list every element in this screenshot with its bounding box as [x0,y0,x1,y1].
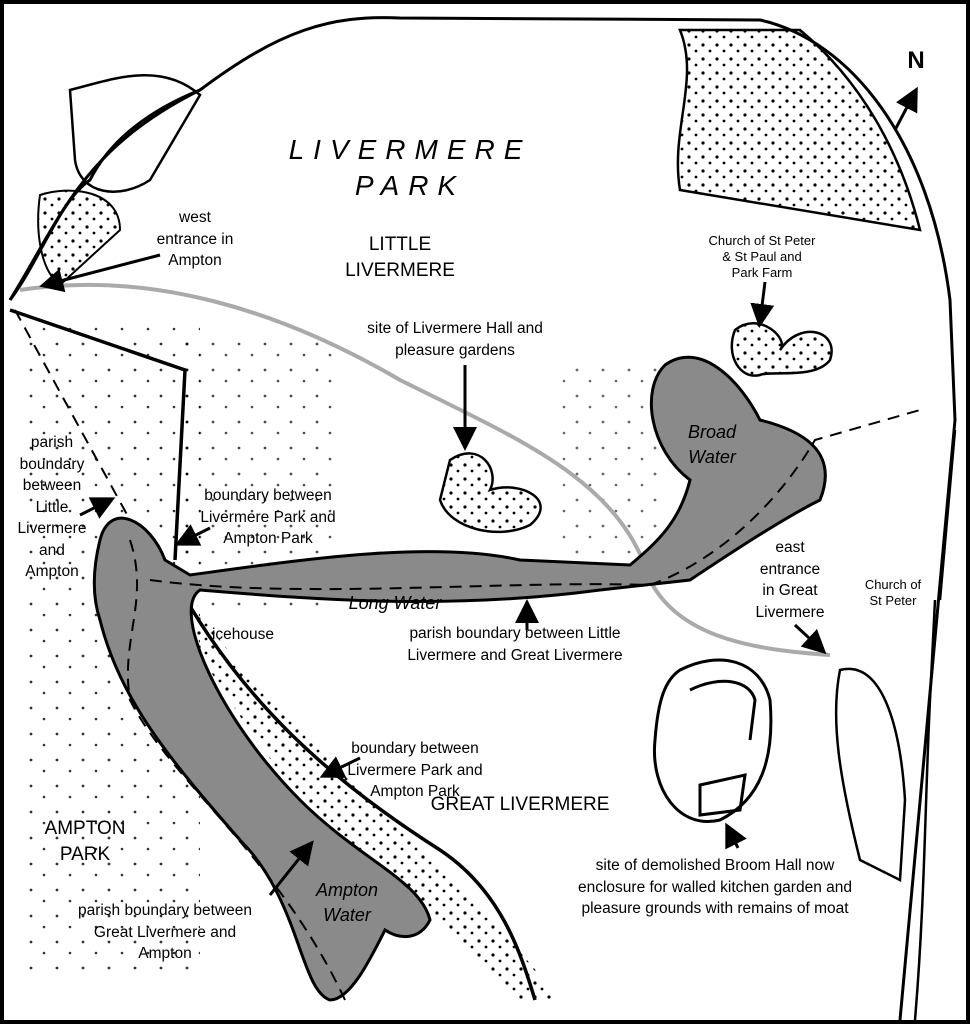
callout-arrows [39,86,918,896]
north-label: N [907,47,925,74]
park-boundary-line [9,308,187,561]
broom-hall-enclosure [652,658,773,823]
livermere-hall-site [438,452,542,534]
label-icehouse: icehouse [211,626,275,643]
church-farm-site [730,322,833,377]
woodland-ne [676,28,922,232]
label-great-livermere: GREAT LIVERMERE [430,794,610,815]
lakes [92,355,827,1002]
carriage-drive [19,282,831,657]
label-long-water: Long Water [348,593,442,613]
